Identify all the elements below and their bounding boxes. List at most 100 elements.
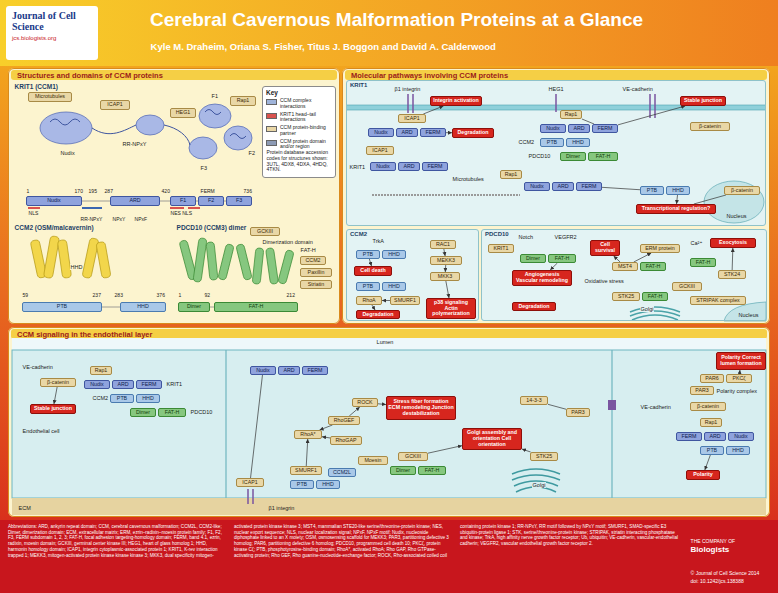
- node-text: Nudix: [734, 434, 748, 440]
- node-text: Nudix: [546, 126, 560, 132]
- node-text: Stress fiber formation ECM remodeling Ju…: [388, 399, 454, 416]
- text-label: 170: [74, 189, 84, 195]
- connector: [378, 403, 386, 405]
- node-text: MST4: [618, 264, 632, 270]
- partner-box: ROCK: [352, 398, 378, 407]
- partner-box: 14-3-3: [520, 396, 548, 405]
- subpanel: KRIT1Integrin activationICAP1NudixARDFER…: [346, 80, 766, 226]
- node-text: ERM protein: [645, 246, 674, 252]
- text-label: VE-cadherin: [22, 364, 53, 370]
- text-label: β1 integrin: [394, 86, 421, 92]
- partner-box: Moesin: [358, 456, 388, 465]
- ccm2-domain: PTB: [640, 186, 664, 195]
- node-text: RhoGEF: [334, 418, 355, 424]
- partner-box: RhoGAP: [330, 436, 362, 445]
- node-text: ARD: [401, 130, 412, 136]
- node-text: HHD: [388, 252, 399, 258]
- outcome-box: p38 signaling Actin polymerization: [426, 298, 476, 319]
- partner-box: KRIT1: [488, 244, 514, 253]
- node-text: jcs.biologists.org: [12, 35, 92, 41]
- node-text: ICAP1: [107, 102, 122, 108]
- node-text: β-catenin: [699, 124, 721, 130]
- node-text: Nudix: [47, 198, 61, 204]
- outcome-box: Stress fiber formation ECM remodeling Ju…: [386, 396, 456, 420]
- outcome-box: Stable junction: [680, 96, 726, 106]
- connector: [349, 407, 360, 416]
- text-label: Oxidative stress: [584, 278, 624, 284]
- text-label: CCM2 (OSM/malcavernin): [14, 224, 94, 231]
- text-label: TrkA: [372, 238, 385, 244]
- krit1-domain: Nudix: [524, 182, 550, 191]
- ccm2-domain: PTB: [22, 302, 102, 312]
- node-text: Rap1: [505, 172, 518, 178]
- node-text: Striatin: [308, 282, 325, 288]
- text-label: HHD: [70, 264, 83, 270]
- node-text: HHD: [732, 448, 743, 454]
- connector: [634, 253, 652, 262]
- node-text: Dimer: [136, 410, 150, 416]
- node-text: MKK3: [438, 274, 452, 280]
- legend-row: KRIT1 head–tail interactions: [266, 112, 332, 124]
- text-label: 1: [26, 189, 30, 195]
- connector: [54, 387, 57, 404]
- partner-box: ERM protein: [640, 244, 680, 253]
- node-text: FAT-H: [425, 468, 440, 474]
- text-label: Nucleus: [738, 312, 759, 318]
- krit1-domain: ARD: [398, 162, 420, 171]
- partner-box: STK24: [718, 270, 746, 279]
- text-label: β1 integrin: [268, 505, 295, 511]
- node-text: ARD: [129, 198, 140, 204]
- partner-box: ICAP1: [366, 146, 394, 155]
- node-text: GCKIII: [679, 284, 695, 290]
- ccm2-domain: HHD: [566, 138, 590, 147]
- pdcd10-domain: FAT-H: [214, 302, 298, 312]
- text-label: 420: [161, 189, 171, 195]
- panel: Structures and domains of CCM proteinsKe…: [8, 68, 340, 324]
- partner-box: RAC1: [430, 240, 456, 249]
- node-text: RhoA*: [300, 432, 315, 438]
- pdcd10-domain: FAT-H: [642, 292, 668, 301]
- ccm2-domain: HHD: [666, 186, 690, 195]
- pdcd10-domain: FAT-H: [690, 258, 716, 267]
- node-text: STK25: [536, 454, 552, 460]
- partner-box: Rap1: [90, 366, 112, 375]
- outcome-box: Integrin activation: [430, 96, 482, 106]
- text-label: Notch: [518, 234, 534, 240]
- text-label: RR-NPxY: [80, 217, 103, 223]
- text-label: 195: [88, 189, 98, 195]
- partner-box: β-catenin: [40, 378, 76, 387]
- node-text: Degradation: [519, 304, 550, 310]
- partner-box: GCKIII: [250, 227, 280, 236]
- node-text: HHD: [322, 482, 333, 488]
- text-label: FAT-H: [300, 247, 316, 253]
- text-label: Golgi: [640, 306, 654, 312]
- ccm2-domain: PTB: [356, 282, 380, 291]
- node-text: ARD: [117, 382, 128, 388]
- outcome-box: Degradation: [356, 310, 400, 319]
- text-label: VEGFR2: [554, 234, 577, 240]
- connector: [251, 375, 263, 478]
- partner-box: Rap1: [500, 170, 522, 179]
- pdcd10-domain: Dimer: [560, 152, 586, 161]
- partner-box: PAR3: [690, 386, 714, 395]
- text-label: CCM2: [518, 139, 535, 145]
- partner-box: β-catenin: [690, 122, 730, 131]
- krit1-domain: Nudix: [540, 124, 566, 133]
- node-text: FAT-H: [696, 260, 711, 266]
- node-text: FAT-H: [648, 294, 663, 300]
- krit1-domain: ARD: [278, 366, 300, 375]
- partner-box: SMURF1: [390, 296, 420, 305]
- node-text: Degradation: [458, 130, 489, 136]
- node-text: HHD: [388, 284, 399, 290]
- node-text: ICAP1: [372, 148, 387, 154]
- krit1-domain: FERM: [420, 128, 446, 137]
- connector: [423, 106, 443, 114]
- node-text: MEKK3: [437, 258, 455, 264]
- text-label: Nudix: [60, 150, 75, 156]
- legend-row: CCM protein-binding partner: [266, 125, 332, 137]
- node-text: Integrin activation: [433, 98, 479, 104]
- node-text: ARD: [283, 368, 294, 374]
- text-label: F1: [211, 93, 219, 99]
- panel: CCM signaling in the endothelial layerβ-…: [8, 327, 770, 517]
- partner-box: Paxillin: [300, 268, 332, 277]
